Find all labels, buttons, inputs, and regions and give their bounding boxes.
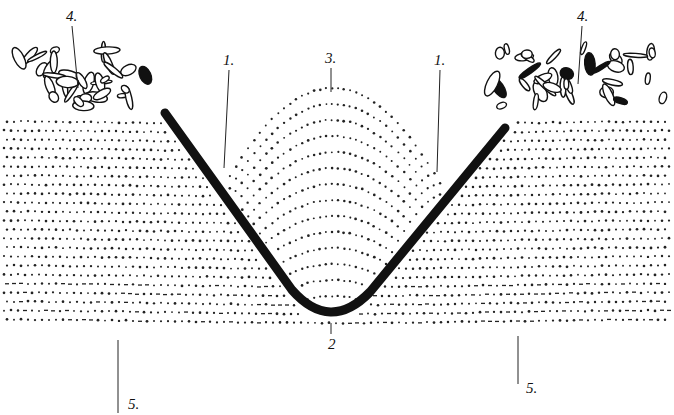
callout-number: 1. [432,52,447,68]
leader-lines [72,26,582,413]
callout-number: 5. [524,380,539,396]
callout-number: 4. [64,8,79,24]
callout-number: 2 [326,336,338,352]
callout-number: 1. [221,52,236,68]
callout-number: 4. [575,8,590,24]
pit-lining [165,113,505,312]
callout-number: 3. [323,50,338,66]
surface-debris [9,41,668,111]
callout-number: 5. [126,396,141,412]
strata-dots [3,87,671,325]
